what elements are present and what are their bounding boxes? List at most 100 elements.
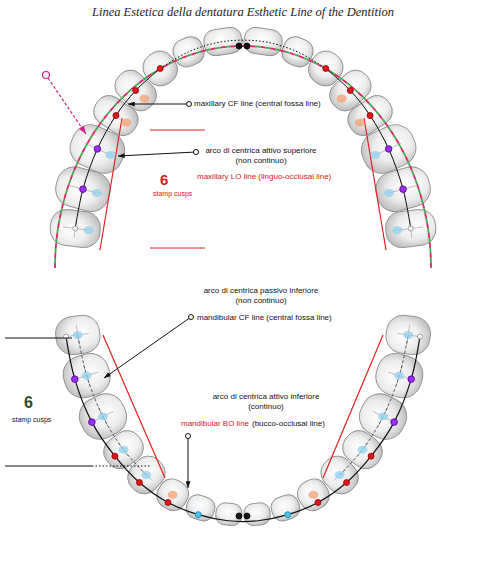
leader-line	[188, 436, 189, 488]
annotation-label: stamp cusps	[12, 416, 51, 425]
contact-dot	[112, 453, 118, 459]
occlusal-lines	[55, 40, 431, 521]
contact-area	[119, 446, 129, 454]
pointer-line	[48, 78, 86, 134]
contact-area	[92, 189, 102, 197]
leader-origin	[189, 315, 194, 320]
annotation-label: (bucco-occlusal line)	[252, 419, 325, 429]
leader-line	[128, 104, 189, 105]
bracket-line	[150, 130, 205, 131]
title: Linea Estetica della dentatura Esthetic …	[0, 5, 486, 20]
tooth-crown	[52, 163, 115, 216]
contact-area	[168, 491, 178, 499]
tooth-groove	[387, 176, 419, 203]
contact-dot	[391, 419, 398, 426]
leader-line	[118, 152, 196, 156]
contact-area	[403, 331, 413, 339]
tooth-groove	[372, 133, 406, 164]
tooth-crown	[384, 313, 433, 357]
tooth-groove	[88, 401, 118, 431]
tooth	[53, 313, 102, 357]
tooth	[372, 163, 435, 216]
contact-dot	[385, 146, 392, 153]
contact-area	[370, 151, 380, 159]
bracket-line	[92, 466, 150, 467]
tooth	[384, 313, 433, 357]
annotation-label: maxillary LO line (linguo-occlusal line)	[197, 172, 331, 182]
leader-origin	[187, 102, 192, 107]
tooth-crown	[243, 502, 271, 527]
contact-area	[98, 413, 108, 421]
tooth	[215, 502, 243, 527]
contact-area	[394, 372, 404, 380]
contact-area	[308, 491, 318, 499]
midline-dot	[236, 43, 242, 49]
esthetic-line	[55, 46, 431, 268]
contact-dot	[71, 376, 78, 383]
contact-dot	[89, 419, 96, 426]
pointer-origin	[43, 72, 50, 79]
contact-area	[106, 151, 116, 159]
tooth	[59, 349, 115, 402]
tooth-groove	[396, 324, 421, 347]
callout-number: 6	[160, 171, 168, 190]
annotation-label: mandibular CF line (central fossa line)	[197, 313, 332, 323]
contact-dot	[165, 499, 171, 505]
contact-dot	[323, 65, 329, 71]
contact-dot	[73, 226, 78, 231]
contact-dot	[94, 146, 101, 153]
tooth	[243, 502, 271, 527]
annotation-label: arco di centrica attivo inferiore (conti…	[205, 392, 327, 412]
red-line	[323, 335, 383, 478]
leader-origin	[186, 434, 191, 439]
contact-dot	[136, 480, 142, 486]
cf-line-dotted	[160, 40, 326, 68]
annotation-label: stamp cusps	[153, 190, 192, 199]
contact-dot	[113, 113, 119, 119]
contact-area	[337, 95, 347, 103]
annotation-label: maxillary CF line (central fossa line)	[194, 99, 321, 109]
lo-line	[364, 118, 386, 250]
contact-dot	[195, 512, 201, 518]
contact-area	[73, 331, 83, 339]
contact-dot	[344, 480, 350, 486]
contact-dot	[157, 65, 163, 71]
contact-dot	[315, 499, 321, 505]
tooth-groove	[67, 176, 99, 203]
cf-line	[326, 68, 411, 228]
tooth	[202, 26, 244, 58]
contact-area	[84, 226, 94, 234]
cf-line	[75, 68, 160, 228]
bo-line	[66, 337, 420, 522]
annotation-label: arco di centrica passivo inferiore (non …	[200, 286, 322, 306]
contact-area	[355, 118, 365, 126]
tooth-crown	[215, 502, 243, 527]
contact-area	[384, 189, 394, 197]
tooth-crown	[372, 163, 435, 216]
tooth	[371, 349, 427, 402]
callout-number: 6	[24, 393, 33, 413]
contact-area	[121, 118, 131, 126]
contact-dot	[347, 88, 353, 94]
leader-line	[104, 317, 191, 378]
tooth-crown	[371, 349, 427, 402]
contact-area	[141, 471, 151, 479]
contact-area	[82, 372, 92, 380]
bracket-line	[5, 466, 92, 467]
tooth-crown	[202, 26, 244, 58]
bracket-line	[150, 248, 205, 249]
contact-area	[357, 446, 367, 454]
esthetic-line	[55, 46, 431, 268]
tooth-groove	[81, 133, 115, 164]
contact-dot	[408, 376, 415, 383]
contact-area	[335, 471, 345, 479]
lower-arch	[53, 313, 432, 527]
annotation-label: mandibular BO line	[181, 419, 249, 429]
midline-dot	[244, 43, 250, 49]
tooth-crown	[53, 313, 102, 357]
lo-line	[100, 118, 122, 250]
contact-dot	[367, 113, 373, 119]
leader-origin	[194, 150, 199, 155]
contact-dot	[408, 226, 413, 231]
